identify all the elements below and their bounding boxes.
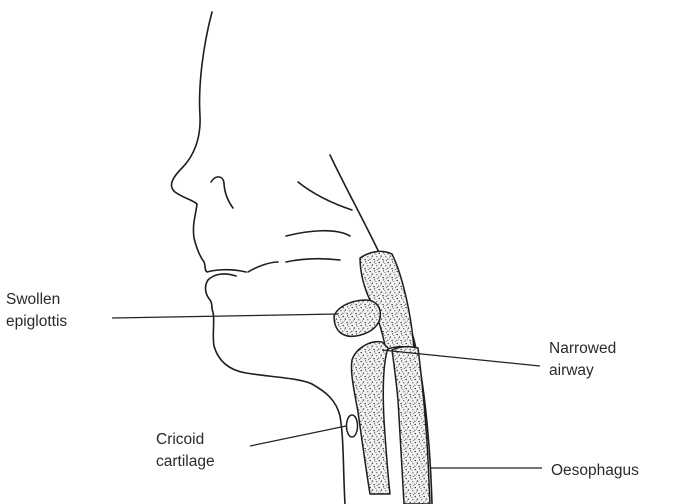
larynx-trachea [351,342,390,494]
chin-curve [248,262,278,272]
palate-line [298,182,352,210]
label-cricoid-cartilage: Cricoid cartilage [156,431,215,470]
tongue-upper-line [286,231,350,236]
label-oesophagus: Oesophagus [551,462,639,479]
leader-epiglottis [112,314,338,318]
tongue-lower-line [286,259,340,262]
cricoid-cartilage [347,415,358,437]
swollen-epiglottis [334,300,380,336]
oesophagus-tube [392,347,430,504]
label-swollen-epiglottis: Swollen epiglottis [6,291,67,330]
leader-cricoid [250,426,346,446]
label-narrowed-airway: Narrowed airway [549,340,621,379]
nostril [211,177,233,208]
